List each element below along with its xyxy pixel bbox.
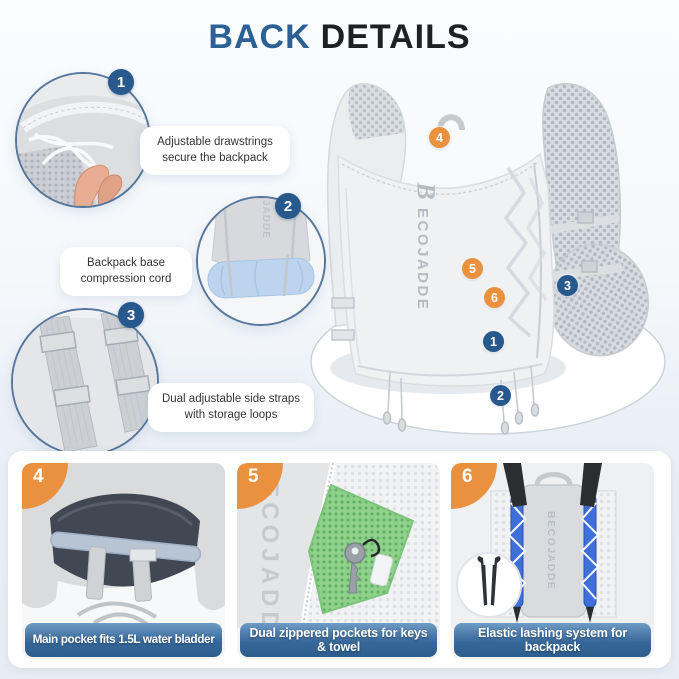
title-back: BACK: [208, 18, 311, 56]
panel-caption-4: Main pocket fits 1.5L water bladder: [25, 623, 222, 657]
callout-badge-1: 1: [108, 69, 134, 95]
strap-band-left: [38, 315, 98, 453]
marker-3: 3: [557, 275, 578, 296]
main-product-photo: [310, 83, 666, 435]
title-details: DETAILS: [320, 18, 471, 56]
marker-4: 4: [429, 127, 450, 148]
panel-main-pocket: 4 Main pocket fits 1.5L water bladder: [22, 463, 225, 659]
callout-badge-2: 2: [275, 193, 301, 219]
vest-back-panel: [337, 152, 555, 387]
callout-badge-3: 3: [118, 302, 144, 328]
compression-cord-photo-art: [198, 198, 324, 324]
velcro-straps: [85, 546, 157, 602]
callout-note-2: Backpack base compression cord: [60, 247, 192, 297]
elastic-cord: [503, 167, 548, 338]
key: [344, 538, 381, 594]
callout-photo-compression-cord: JADDE: [196, 196, 326, 326]
side-buckles-left: [331, 297, 355, 341]
marker-2: 2: [490, 385, 511, 406]
drawstring-photo-art: [17, 74, 149, 206]
water-bladder-slide: [50, 531, 202, 563]
panel-caption-5: Dual zippered pockets for keys & towel: [240, 623, 437, 657]
panel-lashing-system: BECOJADDE 6 Elastic lashing system for b…: [451, 463, 654, 659]
callout-note-3: Dual adjustable side straps with storage…: [148, 383, 314, 433]
marker-1: 1: [483, 331, 504, 352]
hang-loop: [437, 114, 465, 131]
pole-inset: [456, 552, 522, 618]
side-straps-right: [547, 211, 623, 280]
bottom-detail-card: 4 Main pocket fits 1.5L water bladder: [8, 451, 671, 668]
main-pocket-photo-art: [22, 463, 225, 628]
rolled-towel: [207, 257, 315, 299]
hand: [74, 164, 123, 206]
panel-caption-6: Elastic lashing system for backpack: [454, 623, 651, 657]
callout-photo-side-straps: [11, 308, 159, 456]
black-straps: [503, 463, 602, 507]
marker-5: 5: [462, 258, 483, 279]
strap-band-right: [100, 311, 156, 433]
callout-note-1: Adjustable drawstrings secure the backpa…: [140, 126, 290, 176]
panel-zippered-pockets: BECOJADDE 5 Dual zippered pockets for ke…: [237, 463, 440, 659]
callout-photo-drawstrings: [15, 72, 151, 208]
mini-vest-panel: [520, 484, 587, 618]
lashing-system-photo-art: [451, 463, 654, 628]
marker-6: 6: [484, 287, 505, 308]
side-straps-photo-art: [13, 310, 157, 454]
